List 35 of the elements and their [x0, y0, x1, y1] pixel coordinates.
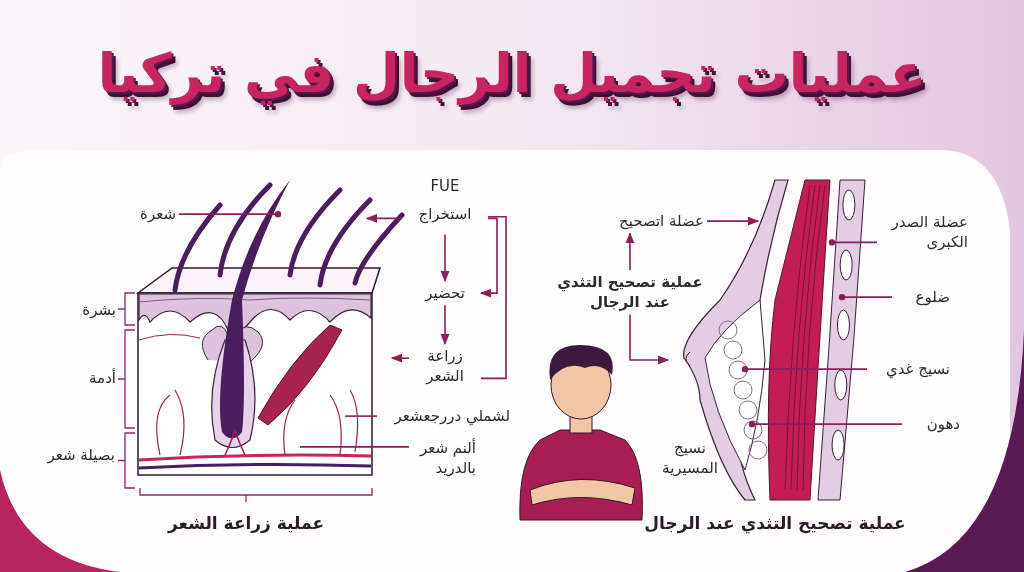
arrow: [629, 313, 670, 365]
arrow: [479, 217, 498, 298]
skin-layer-label: أدمة: [88, 368, 116, 389]
arrow: [440, 304, 450, 346]
leader-line: [748, 420, 903, 428]
leader-line: [741, 365, 868, 373]
leader-line: [838, 293, 893, 301]
callout-label: عضلة الصدر الكبرى: [880, 212, 968, 253]
arrow: [365, 213, 403, 223]
arrow: [390, 353, 410, 363]
leader-line: [480, 215, 507, 380]
callout-label: استخراج: [417, 204, 473, 225]
tissue-label: نسيج المسيرية: [661, 438, 719, 479]
callout-label: زراعة الشعر: [412, 346, 478, 387]
leader-line: [344, 415, 378, 417]
callout-label: نسيج غدي: [870, 359, 950, 380]
arrow: [440, 233, 450, 283]
skin-layer-label: بشرة: [81, 300, 116, 321]
leader-line: [178, 210, 282, 218]
callout-label: عضلة اتصحيح: [598, 211, 704, 232]
arrow: [706, 216, 760, 226]
callout-label: تحضير: [412, 283, 478, 304]
callout-label: لشملي دررجعشعر: [380, 406, 510, 427]
leader-line: [299, 446, 410, 448]
diagram-caption: عملية زراعة الشعر: [166, 512, 325, 535]
callout-label: ضلوع: [895, 287, 950, 308]
skin-layer-label: بصيلة شعر: [46, 445, 115, 466]
callout-label: FUE: [429, 176, 461, 197]
callout-label: ألنم شعر بالدريد: [412, 438, 476, 479]
arrow: [625, 232, 635, 271]
callout-label: دهون: [905, 414, 960, 435]
leader-line: [828, 239, 878, 246]
callout-label: عملية تصحيح التثدي عند الرجال: [556, 272, 704, 313]
diagram-caption: عملية تصحيح التثدي عند الرجال: [643, 512, 907, 535]
callout-label: شعرة: [118, 204, 176, 225]
